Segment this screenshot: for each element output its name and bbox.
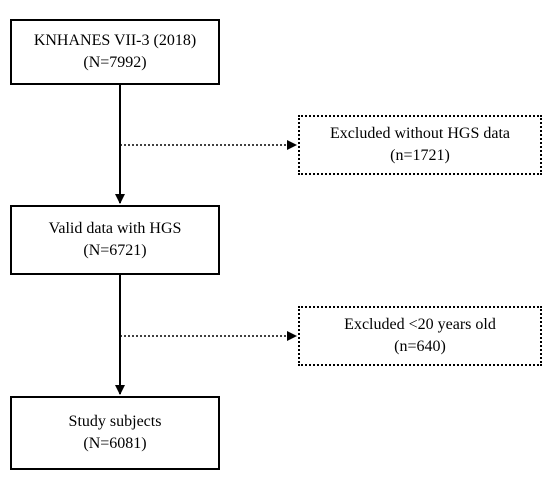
exclusion-hgs-title: Excluded without HGS data — [330, 125, 510, 142]
exclusion-box-age: Excluded <20 years old (n=640) — [298, 306, 542, 366]
valid-data-count: (N=6721) — [83, 242, 147, 259]
study-subjects-count: (N=6081) — [83, 435, 147, 452]
valid-data-box: Valid data with HGS (N=6721) — [10, 205, 220, 275]
exclusion-hgs-count: (n=1721) — [390, 147, 450, 164]
source-title: KNHANES VII-3 (2018) — [33, 32, 197, 49]
study-subjects-title: Study subjects — [68, 413, 162, 430]
exclusion-age-title: Excluded <20 years old — [344, 316, 496, 333]
exclusion-age-count: (n=640) — [394, 338, 446, 355]
study-subjects-box: Study subjects (N=6081) — [10, 396, 220, 470]
valid-data-title: Valid data with HGS — [48, 220, 182, 237]
source-box: KNHANES VII-3 (2018) (N=7992) — [10, 19, 220, 85]
exclusion-box-hgs: Excluded without HGS data (n=1721) — [298, 115, 542, 175]
source-count: (N=7992) — [83, 54, 147, 71]
